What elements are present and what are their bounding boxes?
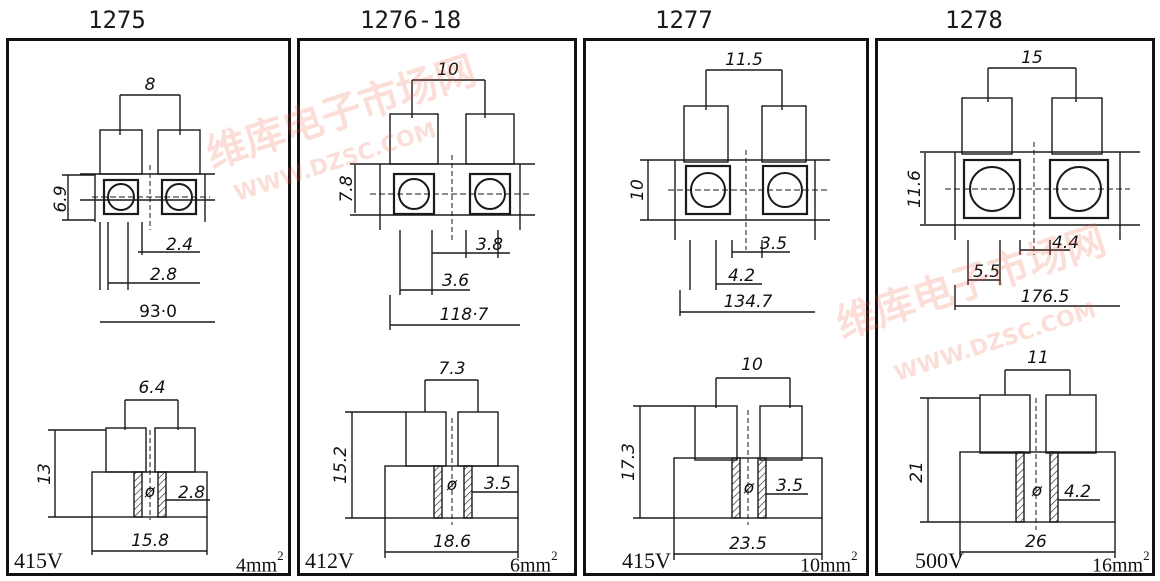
top-view-1275 bbox=[62, 94, 215, 323]
dim-top-pitch-1278: 15 bbox=[1021, 48, 1043, 68]
dim-side-phi-1275: ø bbox=[144, 482, 156, 502]
voltage-rating-1278: 500V bbox=[915, 548, 964, 573]
model-title-1275: 1275 bbox=[88, 6, 146, 34]
dim-side-pitch-1277: 10 bbox=[741, 355, 763, 375]
wire-area-1275: 4mm2 bbox=[236, 548, 284, 577]
dim-top-hole-1276-18: 3.8 bbox=[476, 235, 503, 255]
dim-top-hole-1277: 3.5 bbox=[760, 234, 787, 254]
dim-side-width-1276-18: 18.6 bbox=[433, 532, 471, 552]
dim-top-hole-1275: 2.4 bbox=[166, 235, 193, 255]
dim-side-height-1276-18: 15.2 bbox=[331, 446, 351, 484]
dim-top-screw-1277: 4.2 bbox=[728, 266, 755, 286]
model-title-1276-18: 1276-18 bbox=[360, 6, 462, 34]
wire-area-1277: 10mm2 bbox=[800, 548, 858, 577]
side-view-1277 bbox=[633, 377, 823, 560]
panel-frame-1278 bbox=[875, 38, 1155, 576]
dim-side-height-1275: 13 bbox=[35, 463, 55, 485]
dim-top-screw-1275: 2.8 bbox=[150, 265, 177, 285]
dim-side-pitch-1276-18: 7.3 bbox=[438, 359, 465, 379]
dim-top-pitch-1275: 8 bbox=[145, 75, 156, 95]
wire-area-1276-18: 6mm2 bbox=[510, 548, 558, 577]
voltage-rating-1275: 415V bbox=[14, 548, 63, 573]
panel-frame-1275 bbox=[6, 38, 291, 576]
dim-top-height-1275: 6.9 bbox=[51, 185, 71, 212]
dim-side-hole-1276-18: 3.5 bbox=[484, 474, 511, 494]
dim-side-width-1275: 15.8 bbox=[131, 531, 169, 551]
panel-frame-1276-18 bbox=[297, 38, 577, 576]
wire-area-1278: 16mm2 bbox=[1092, 548, 1150, 577]
dim-side-pitch-1278: 11 bbox=[1027, 348, 1049, 368]
top-view-1276-18 bbox=[350, 79, 535, 330]
dim-top-hole-1278: 4.4 bbox=[1052, 233, 1079, 253]
dim-top-length-1275: 93·0 bbox=[139, 302, 177, 322]
dim-top-screw-1276-18: 3.6 bbox=[442, 271, 469, 291]
dim-side-hole-1277: 3.5 bbox=[776, 476, 803, 496]
dim-top-screw-1278: 5.5 bbox=[973, 262, 1000, 282]
voltage-rating-1276-18: 412V bbox=[305, 548, 354, 573]
dim-top-pitch-1276-18: 10 bbox=[437, 60, 459, 80]
top-view-1277 bbox=[640, 69, 830, 316]
model-title-1278: 1278 bbox=[945, 6, 1003, 34]
voltage-rating-1277: 415V bbox=[622, 548, 671, 573]
dim-side-width-1278: 26 bbox=[1025, 532, 1047, 552]
dim-top-pitch-1277: 11.5 bbox=[725, 50, 763, 70]
dim-side-phi-1278: ø bbox=[1031, 481, 1043, 501]
dim-side-height-1278: 21 bbox=[907, 461, 927, 483]
dim-top-height-1276-18: 7.8 bbox=[337, 175, 357, 202]
dim-side-hole-1275: 2.8 bbox=[178, 483, 205, 503]
side-view-1275 bbox=[48, 399, 210, 555]
dim-top-length-1276-18: 118·7 bbox=[440, 305, 489, 325]
dim-top-height-1278: 11.6 bbox=[905, 170, 925, 208]
dim-side-pitch-1275: 6.4 bbox=[138, 378, 165, 398]
model-title-1277: 1277 bbox=[655, 6, 713, 34]
dim-side-phi-1277: ø bbox=[743, 478, 755, 498]
dim-top-length-1277: 134.7 bbox=[724, 292, 773, 312]
panel-frame-1277 bbox=[583, 38, 869, 576]
dim-top-height-1277: 10 bbox=[628, 179, 648, 201]
top-view-1278 bbox=[920, 67, 1140, 310]
dim-side-height-1277: 17.3 bbox=[619, 443, 639, 481]
dim-side-phi-1276-18: ø bbox=[446, 475, 458, 495]
dim-side-hole-1278: 4.2 bbox=[1064, 482, 1091, 502]
side-view-1276-18 bbox=[345, 379, 519, 558]
dim-top-length-1278: 176.5 bbox=[1021, 287, 1070, 307]
dim-side-width-1277: 23.5 bbox=[729, 534, 767, 554]
side-view-1278 bbox=[920, 369, 1116, 558]
